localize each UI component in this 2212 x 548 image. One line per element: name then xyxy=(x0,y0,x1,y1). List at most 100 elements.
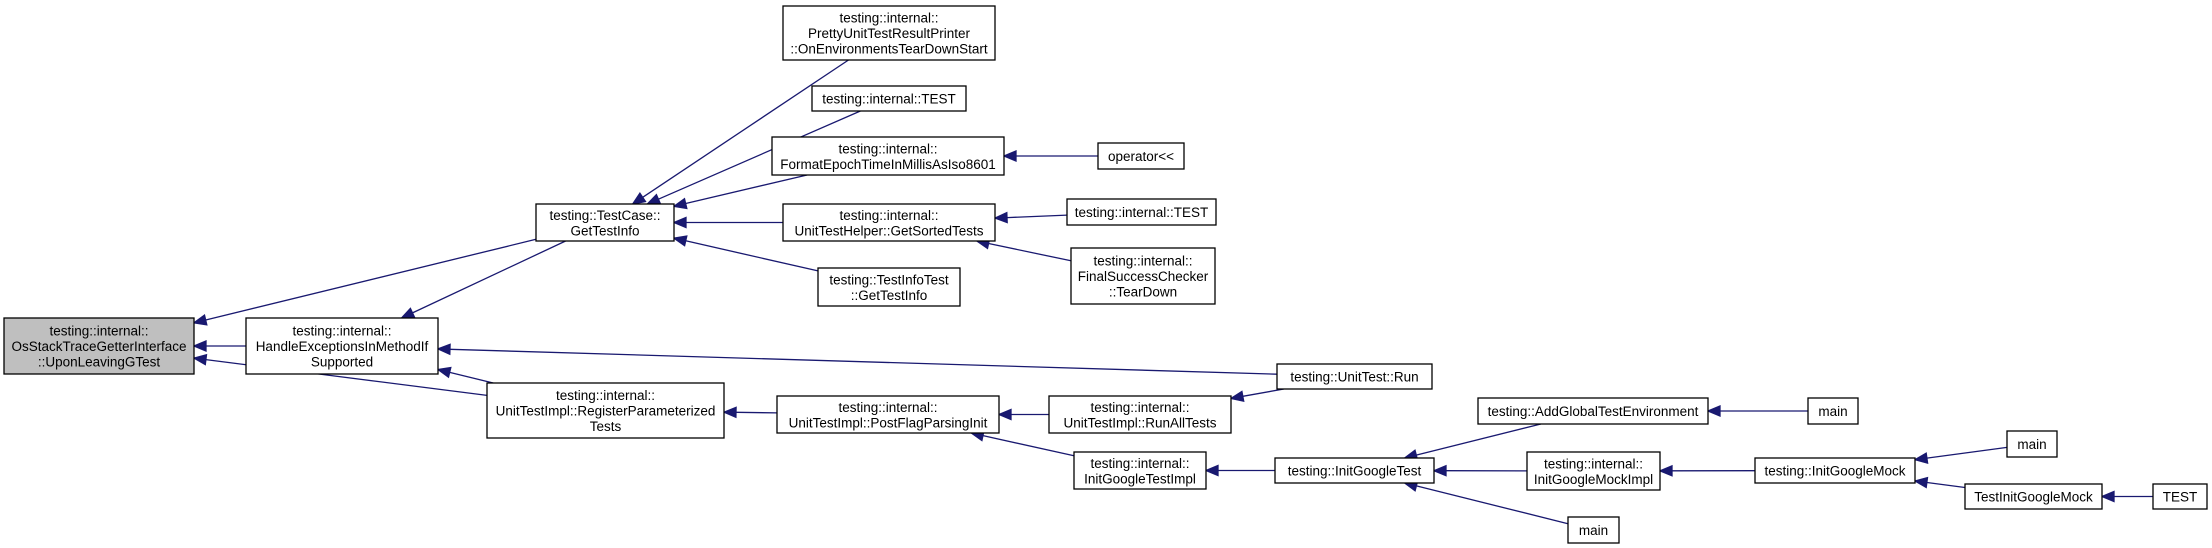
node-box xyxy=(782,203,996,242)
node-formatepoch[interactable]: testing::internal::FormatEpochTimeInMill… xyxy=(771,136,1005,176)
node-main1[interactable]: main xyxy=(1807,397,1859,425)
node-label-line: testing::AddGlobalTestEnvironment xyxy=(1488,404,1699,419)
node-label-line: testing::internal:: xyxy=(49,324,148,339)
node-label-line: testing::internal:: xyxy=(839,208,938,223)
node-box xyxy=(1066,198,1217,226)
node-box xyxy=(535,203,675,242)
node-itest2[interactable]: testing::internal::TEST xyxy=(1066,198,1217,226)
node-label-line: ::TearDown xyxy=(1109,285,1177,300)
arrowhead xyxy=(1706,405,1721,417)
node-label-line: main xyxy=(1579,523,1608,538)
edge-initgtest-to-initgtestimpl xyxy=(1204,464,1275,477)
node-box xyxy=(1276,363,1433,390)
node-operator[interactable]: operator<< xyxy=(1097,142,1185,170)
node-gettestinfo[interactable]: testing::TestCase::GetTestInfo xyxy=(535,203,675,242)
node-label-line: FinalSuccessChecker xyxy=(1078,269,1209,284)
edge-line xyxy=(1416,423,1542,456)
node-addglobal[interactable]: testing::AddGlobalTestEnvironment xyxy=(1477,397,1709,425)
node-initgtestimpl[interactable]: testing::internal::InitGoogleTestImpl xyxy=(1073,451,1207,490)
node-label-line: GetTestInfo xyxy=(570,223,639,238)
node-label-line: UnitTestHelper::GetSortedTests xyxy=(794,223,983,238)
edge-sortedtests-to-gettestinfo xyxy=(672,216,783,229)
node-finalsuccess[interactable]: testing::internal::FinalSuccessChecker::… xyxy=(1070,247,1216,305)
edge-line xyxy=(735,411,778,414)
node-label-line: operator<< xyxy=(1108,149,1174,164)
edge-line xyxy=(1006,214,1068,219)
node-box xyxy=(1754,457,1916,484)
node-label-line: testing::internal:: xyxy=(292,324,391,339)
node-main3[interactable]: main xyxy=(1567,516,1620,544)
node-main2[interactable]: main xyxy=(2006,430,2058,458)
node-label-line: Supported xyxy=(311,355,373,370)
node-box xyxy=(1807,397,1859,425)
node-label-line: testing::UnitTest::Run xyxy=(1290,370,1418,385)
edge-gettestinfo-to-root xyxy=(192,238,537,326)
node-initgmock[interactable]: testing::InitGoogleMock xyxy=(1754,457,1916,484)
arrowhead xyxy=(436,343,451,356)
edge-infotest-to-gettestinfo xyxy=(672,235,819,272)
arrowhead xyxy=(672,197,688,210)
edge-unittestrun-to-runalltests xyxy=(1229,388,1285,403)
node-box xyxy=(245,317,439,375)
node-label-line: testing::internal:: xyxy=(1093,254,1192,269)
node-registerparam[interactable]: testing::internal::UnitTestImpl::Registe… xyxy=(486,382,725,439)
edge-main2-to-initgmock xyxy=(1913,446,2008,464)
arrowhead xyxy=(1432,464,1447,477)
node-postflag[interactable]: testing::internal::UnitTestImpl::PostFla… xyxy=(776,395,1000,434)
edge-line xyxy=(685,240,819,272)
arrowhead xyxy=(993,211,1008,224)
node-unittestrun[interactable]: testing::UnitTest::Run xyxy=(1276,363,1433,390)
node-box xyxy=(486,382,725,439)
node-sortedtests[interactable]: testing::internal::UnitTestHelper::GetSo… xyxy=(782,203,996,242)
edge-line xyxy=(449,371,494,384)
edge-line xyxy=(658,110,861,200)
edge-initgmock-to-initgmockimpl xyxy=(1658,464,1756,477)
edge-finalsuccess-to-sortedtests xyxy=(975,237,1072,262)
node-testinitgmock[interactable]: TestInitGoogleMock xyxy=(1964,483,2103,510)
edge-addglobal-to-initgtest xyxy=(1402,423,1542,461)
edge-testinitgmock-to-initgmock xyxy=(1913,476,1966,489)
arrowhead xyxy=(722,406,737,419)
node-box xyxy=(3,317,195,375)
node-box xyxy=(817,267,961,307)
node-label-line: testing::internal:: xyxy=(838,141,937,156)
node-box xyxy=(1526,451,1661,491)
edge-registerparam-to-handleexc xyxy=(436,366,494,384)
arrowhead xyxy=(1913,476,1929,489)
node-box xyxy=(811,85,967,112)
arrowhead xyxy=(1204,464,1219,477)
node-label-line: main xyxy=(1818,404,1847,419)
node-label-line: PrettyUnitTestResultPrinter xyxy=(808,26,971,41)
edge-runalltests-to-postflag xyxy=(997,408,1049,421)
arrowhead xyxy=(192,353,208,366)
edge-line xyxy=(449,348,1278,375)
edge-handleexc-to-root xyxy=(192,340,246,352)
node-initgtest[interactable]: testing::InitGoogleTest xyxy=(1274,457,1435,484)
node-label-line: FormatEpochTimeInMillisAsIso8601 xyxy=(780,157,996,172)
node-pretty[interactable]: testing::internal::PrettyUnitTestResultP… xyxy=(782,5,996,61)
node-label-line: testing::internal::TEST xyxy=(1075,205,1209,220)
arrowhead xyxy=(1913,452,1929,464)
node-test[interactable]: TEST xyxy=(2152,483,2208,510)
edge-line xyxy=(412,240,566,314)
arrowhead xyxy=(1002,150,1017,162)
arrowhead xyxy=(400,307,416,319)
node-label-line: ::UponLeavingGTest xyxy=(38,355,161,370)
node-initgmockimpl[interactable]: testing::internal::InitGoogleMockImpl xyxy=(1526,451,1661,491)
node-handleexc[interactable]: testing::internal::HandleExceptionsInMet… xyxy=(245,317,439,375)
node-box xyxy=(771,136,1005,176)
node-box xyxy=(1274,457,1435,484)
edge-line xyxy=(1242,388,1285,397)
node-label-line: UnitTestImpl::PostFlagParsingInit xyxy=(789,415,988,430)
node-box xyxy=(1477,397,1709,425)
node-runalltests[interactable]: testing::internal::UnitTestImpl::RunAllT… xyxy=(1048,395,1232,434)
node-box xyxy=(2006,430,2058,458)
node-root[interactable]: testing::internal::OsStackTraceGetterInt… xyxy=(3,317,195,375)
edges-layer xyxy=(192,59,2153,525)
arrowhead xyxy=(672,235,688,247)
node-itest1[interactable]: testing::internal::TEST xyxy=(811,85,967,112)
node-label-line: testing::TestInfoTest xyxy=(829,272,949,287)
node-label-line: UnitTestImpl::RunAllTests xyxy=(1063,415,1216,430)
node-infotest[interactable]: testing::TestInfoTest::GetTestInfo xyxy=(817,267,961,307)
